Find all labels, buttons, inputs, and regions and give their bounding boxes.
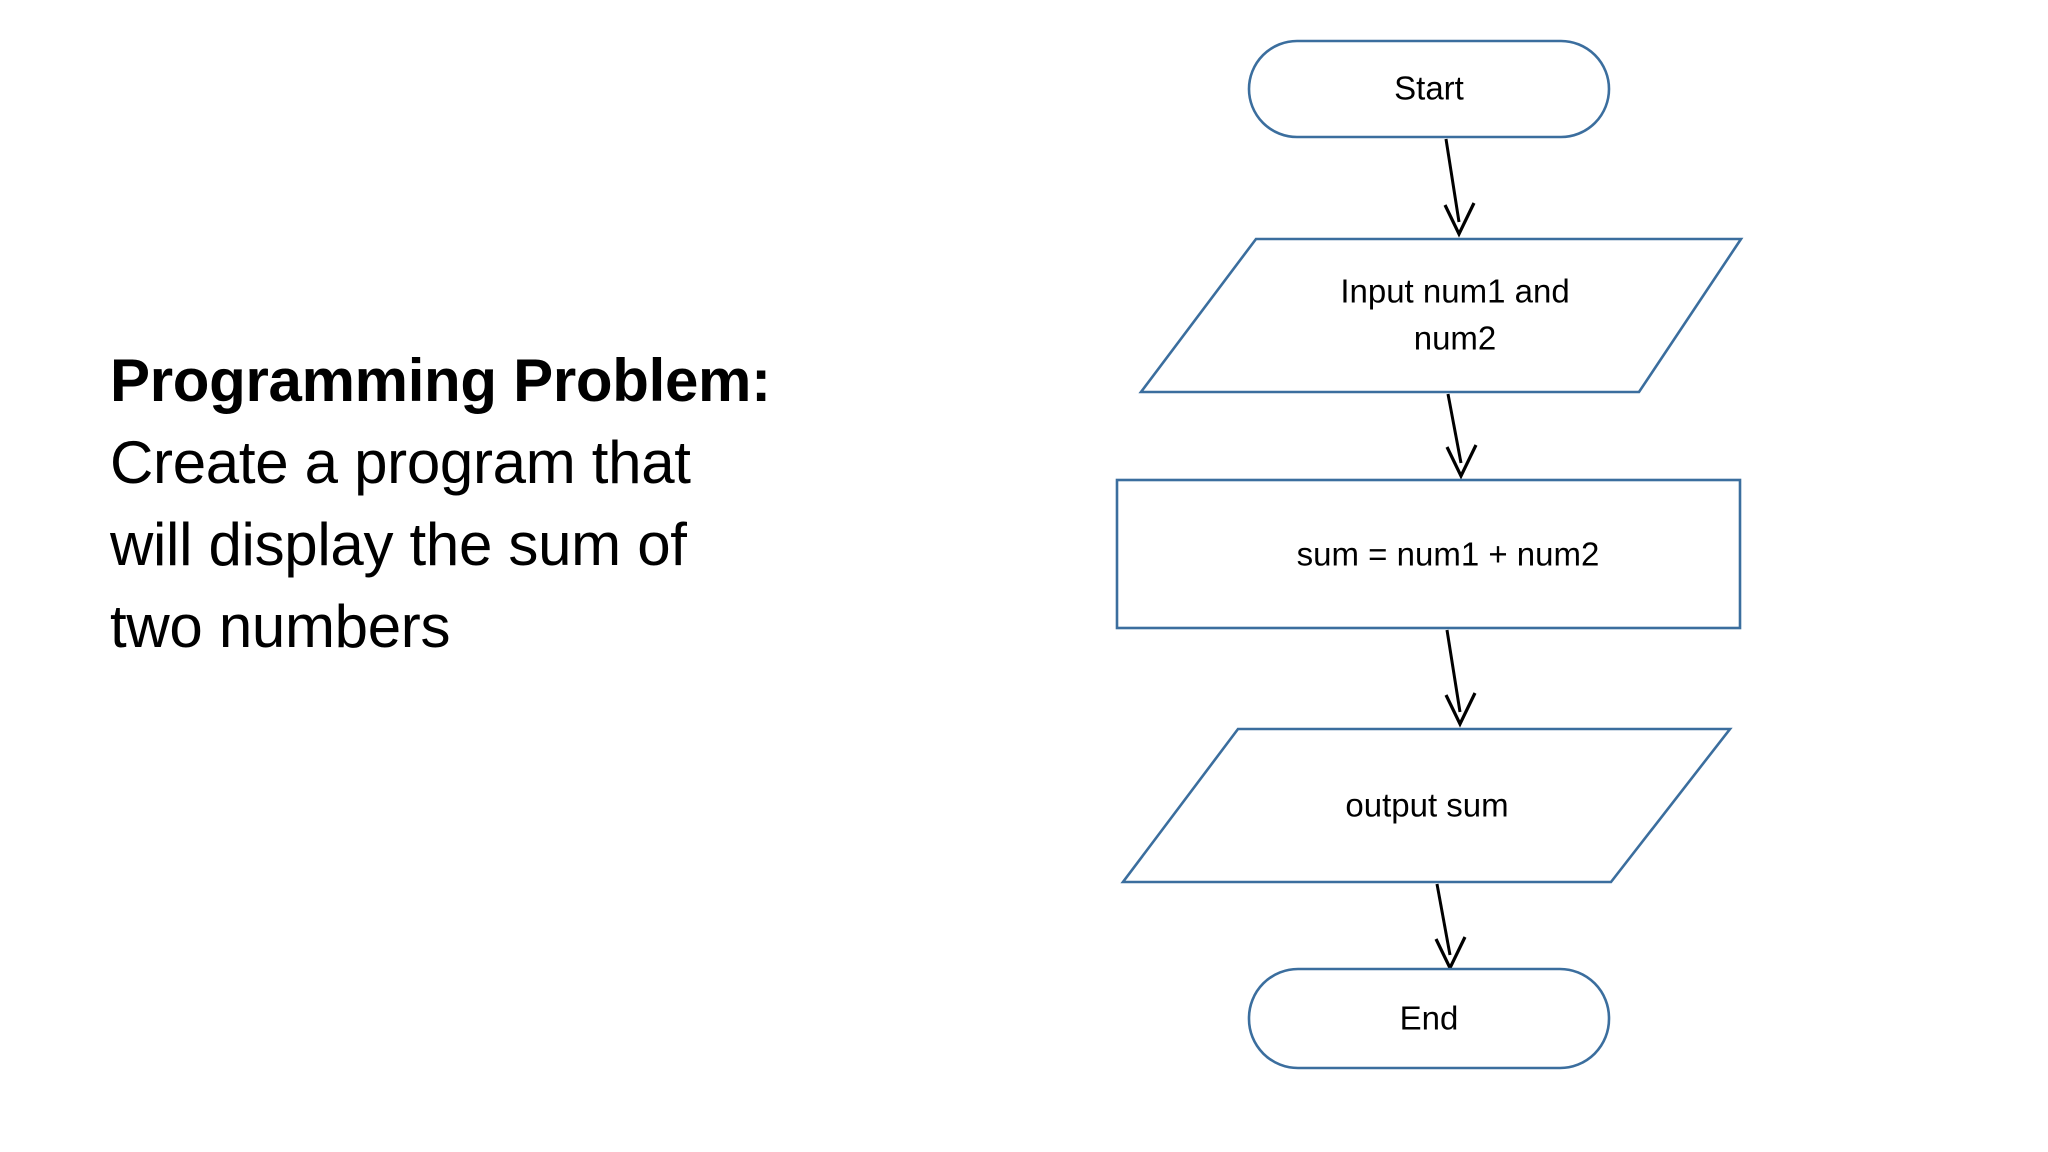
connector-input-to-process-line xyxy=(1446,393,1463,464)
process-label: sum = num1 + num2 xyxy=(1297,536,1600,573)
connector-process-to-output-arrowhead xyxy=(1444,692,1477,728)
connector-start-to-input-line xyxy=(1444,138,1461,223)
connector-start-to-input xyxy=(1443,138,1476,238)
problem-heading: Programming Problem: xyxy=(110,347,771,414)
input-label-line-1: Input num1 and xyxy=(1340,273,1569,310)
problem-line-3: two numbers xyxy=(110,593,451,660)
problem-line-1: Create a program that xyxy=(110,429,691,496)
connector-output-to-end xyxy=(1434,883,1467,972)
input-parallelogram-shape xyxy=(1138,237,1744,394)
start-label: Start xyxy=(1394,70,1464,107)
problem-statement: Programming Problem: Create a program th… xyxy=(110,340,790,668)
start-terminator-shape xyxy=(1247,39,1611,139)
output-label: output sum xyxy=(1345,787,1508,824)
flowchart-node-output[interactable]: output sum xyxy=(1120,727,1733,884)
connector-output-to-end-line xyxy=(1435,883,1452,956)
connector-input-to-process xyxy=(1445,393,1478,480)
flowchart-node-start[interactable]: Start xyxy=(1247,39,1611,139)
input-label-line-2: num2 xyxy=(1414,320,1497,357)
connector-process-to-output-line xyxy=(1445,629,1462,713)
connector-process-to-output xyxy=(1444,629,1477,728)
process-rectangle-shape xyxy=(1115,478,1742,630)
end-terminator-shape xyxy=(1247,967,1611,1070)
end-label: End xyxy=(1400,1000,1459,1037)
problem-line-2: will display the sum of xyxy=(110,511,687,578)
flowchart-node-input[interactable]: Input num1 and num2 xyxy=(1138,237,1744,394)
connector-input-to-process-arrowhead xyxy=(1445,444,1478,480)
output-parallelogram-shape xyxy=(1120,727,1733,884)
connector-start-to-input-arrowhead xyxy=(1443,202,1476,238)
flowchart-node-process[interactable]: sum = num1 + num2 xyxy=(1115,478,1742,630)
flowchart-node-end[interactable]: End xyxy=(1247,967,1611,1070)
